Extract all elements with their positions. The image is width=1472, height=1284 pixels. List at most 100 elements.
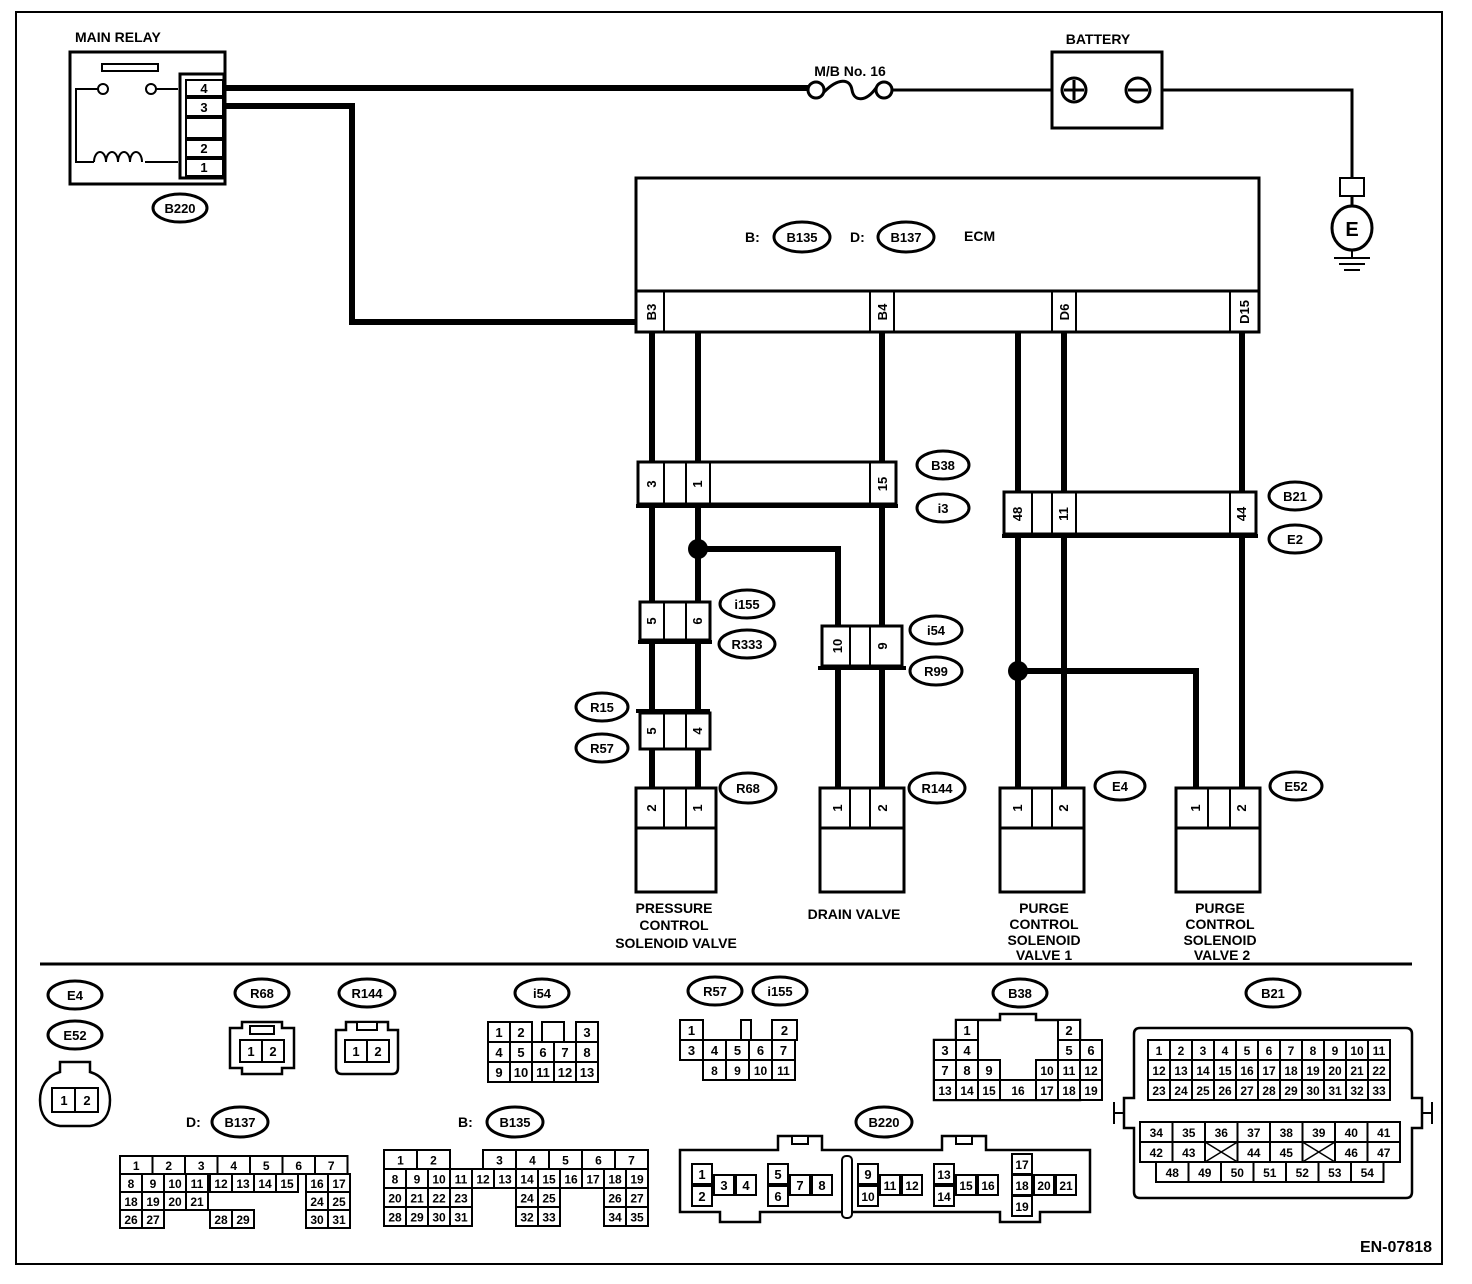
b135-pin: 14 xyxy=(520,1173,534,1187)
connector-b21: 48 11 44 B21 E2 xyxy=(1002,480,1323,555)
face-i54-badge: i54 xyxy=(533,986,552,1001)
i54-pin-10: 10 xyxy=(830,639,845,653)
b135-pin: 19 xyxy=(630,1173,644,1187)
r68-pin-2: 2 xyxy=(644,804,659,811)
i54-pin: 10 xyxy=(514,1065,528,1080)
b21-pin: 25 xyxy=(1196,1084,1210,1098)
b135-pin: 30 xyxy=(432,1211,446,1225)
b220-pin: 7 xyxy=(796,1178,803,1193)
b137-cell xyxy=(185,1191,209,1211)
face-r68-pin-1: 1 xyxy=(247,1044,254,1059)
r57-pin: 2 xyxy=(781,1023,788,1038)
b220-pin: 13 xyxy=(937,1168,951,1182)
e4-pin-2: 2 xyxy=(1056,804,1071,811)
b38-pin: 17 xyxy=(1040,1084,1054,1098)
i54-pin: 6 xyxy=(539,1045,546,1060)
i54-pin: 8 xyxy=(583,1045,590,1060)
b38-pin: 16 xyxy=(1011,1084,1025,1098)
b135-pin: 28 xyxy=(388,1211,402,1225)
face-b135-badge: B135 xyxy=(499,1115,530,1130)
purge1-label-line3: SOLENOID xyxy=(1007,932,1080,948)
b220-cell xyxy=(933,1185,955,1207)
b38-cell xyxy=(1079,1079,1103,1101)
face-r57-badge: R57 xyxy=(703,984,727,999)
b21-pin: 26 xyxy=(1218,1084,1232,1098)
b21-pin: 10 xyxy=(1350,1044,1364,1058)
b137-pin: 18 xyxy=(124,1195,138,1209)
b38-pin: 18 xyxy=(1062,1084,1076,1098)
b135-pin: 33 xyxy=(542,1211,556,1225)
b135-pin: 34 xyxy=(608,1211,622,1225)
b21-pin: 29 xyxy=(1284,1084,1298,1098)
b220-pin: 10 xyxy=(861,1190,875,1204)
splice-dot xyxy=(688,539,708,559)
b38-pin: 11 xyxy=(1063,1064,1076,1078)
r57-pin: 7 xyxy=(780,1043,787,1058)
b137-cell xyxy=(327,1209,351,1229)
b21-pin: 48 xyxy=(1166,1166,1180,1180)
b135-pin: 4 xyxy=(529,1154,536,1168)
b21-pin: 18 xyxy=(1284,1064,1298,1078)
r15-pin-5: 5 xyxy=(644,727,659,734)
b137-pin: 16 xyxy=(310,1177,324,1191)
b21-pin: 19 xyxy=(1306,1064,1320,1078)
ecm-pin-d6: D6 xyxy=(1057,304,1072,321)
connector-b21-badge: B21 xyxy=(1283,489,1307,504)
face-r68-pin-2: 2 xyxy=(269,1044,276,1059)
r68-pin-1: 1 xyxy=(690,804,705,811)
b135-pin: 22 xyxy=(432,1192,446,1206)
document-id: EN-07818 xyxy=(1360,1239,1432,1256)
pcsv-label-line3: SOLENOID VALVE xyxy=(615,935,737,951)
b38-pin: 2 xyxy=(1065,1023,1072,1038)
b220-cell xyxy=(857,1185,879,1207)
b220-cell xyxy=(933,1163,955,1185)
b135-pin: 31 xyxy=(454,1211,468,1225)
i54-key-cell xyxy=(541,1021,565,1043)
b21-pin-44: 44 xyxy=(1234,506,1249,521)
connector-b220-badge: B220 xyxy=(164,201,195,216)
b220-pin: 2 xyxy=(698,1189,705,1204)
b137-pin: 10 xyxy=(168,1177,182,1191)
b38-pin: 12 xyxy=(1084,1064,1098,1078)
i155-pin-5: 5 xyxy=(644,617,659,624)
b21-pin-48: 48 xyxy=(1010,507,1025,521)
face-b135-prefix: B: xyxy=(458,1114,473,1130)
b21-pin: 15 xyxy=(1218,1064,1232,1078)
b135-cell xyxy=(625,1206,649,1227)
ecm-pin-b3: B3 xyxy=(644,304,659,321)
i155-pin-6: 6 xyxy=(690,617,705,624)
b220-cell xyxy=(691,1185,713,1207)
connector-i155-badge: i155 xyxy=(734,597,759,612)
b21-pin: 40 xyxy=(1345,1126,1359,1140)
i54-pin: 3 xyxy=(583,1025,590,1040)
b220-cell xyxy=(857,1163,879,1185)
b21-pin: 37 xyxy=(1247,1126,1261,1140)
b137-pin: 1 xyxy=(133,1159,140,1173)
r57-pin: 5 xyxy=(734,1043,741,1058)
b220-pin: 18 xyxy=(1015,1179,1029,1193)
face-r68-badge: R68 xyxy=(250,986,274,1001)
ecm-pin-d15: D15 xyxy=(1237,300,1252,324)
b220-cell xyxy=(735,1174,757,1196)
b135-pin: 21 xyxy=(410,1192,424,1206)
b38-pin: 5 xyxy=(1065,1043,1072,1058)
b220-pin: 1 xyxy=(698,1167,705,1182)
i54-cell xyxy=(575,1061,599,1083)
b137-cell xyxy=(231,1209,255,1229)
b135-pin: 32 xyxy=(520,1211,534,1225)
b21-cell xyxy=(1350,1161,1385,1183)
r57-pin: 10 xyxy=(754,1064,768,1078)
r144-pin-2: 2 xyxy=(875,804,890,811)
purge2-label-line1: PURGE xyxy=(1195,900,1245,916)
b21-pin: 38 xyxy=(1280,1126,1294,1140)
b220-cell xyxy=(767,1185,789,1207)
b21-pin: 41 xyxy=(1377,1126,1391,1140)
b21-pin: 4 xyxy=(1222,1044,1229,1058)
b21-pin: 28 xyxy=(1262,1084,1276,1098)
b21-pin: 51 xyxy=(1263,1166,1277,1180)
b21-pin: 6 xyxy=(1266,1044,1273,1058)
b137-pin: 13 xyxy=(236,1177,250,1191)
